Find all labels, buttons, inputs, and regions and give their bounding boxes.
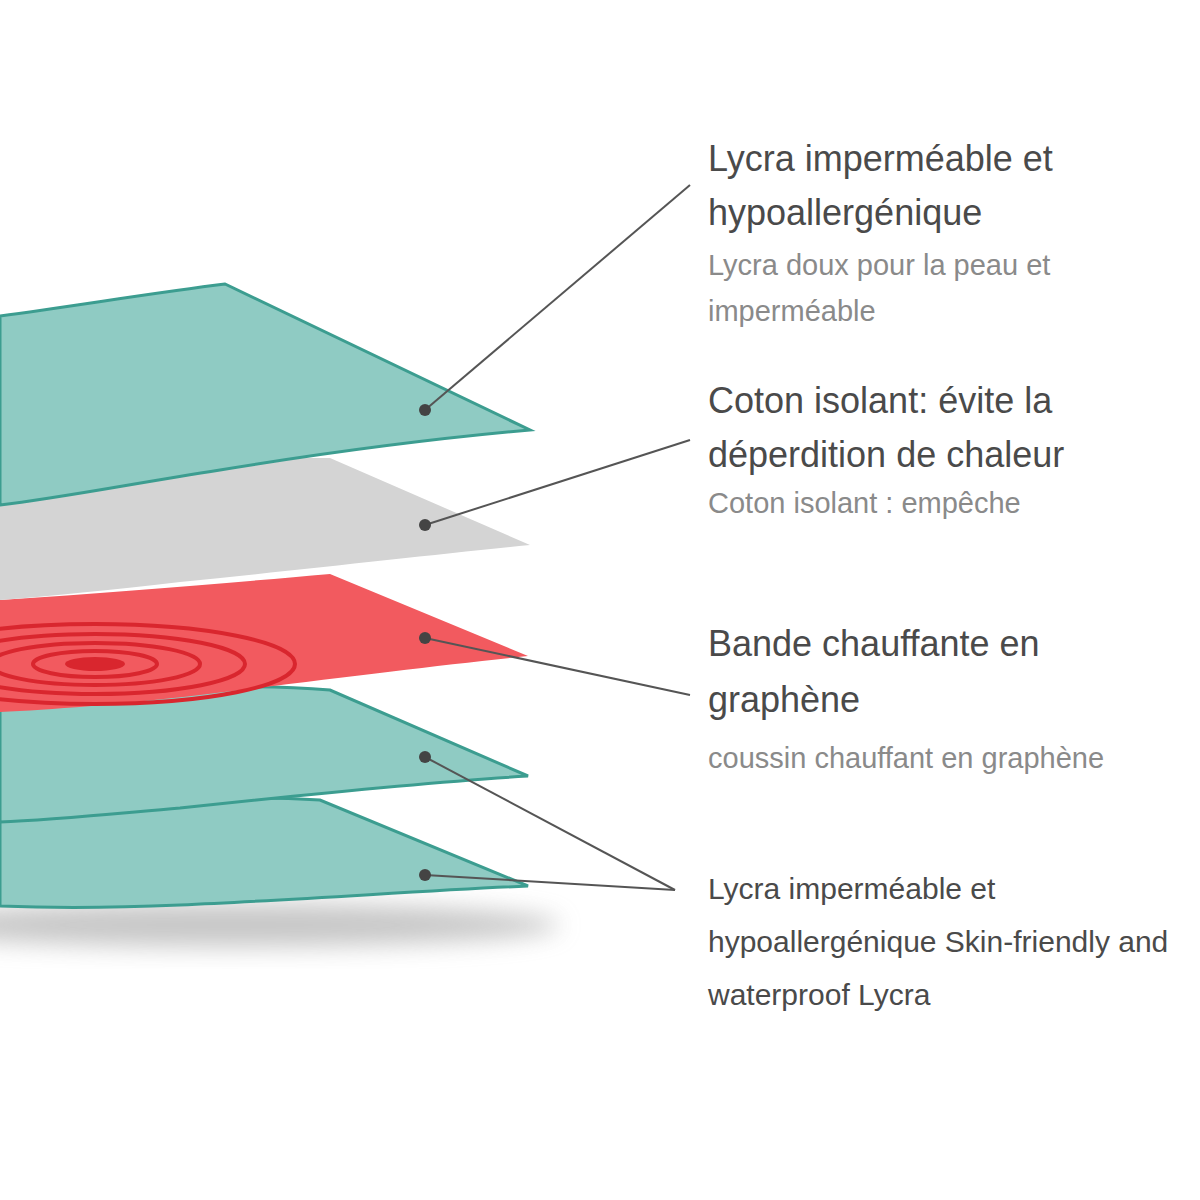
layer-title: Lycra imperméable et hypoallergénique Sk… <box>708 862 1192 1021</box>
layer-subtitle: coussin chauffant en graphène <box>708 732 1192 784</box>
leader-dots <box>419 404 431 881</box>
layer-title: Coton isolant: évite la déperdition de c… <box>708 374 1192 482</box>
layer-subtitle: Coton isolant : empêche <box>708 480 1192 526</box>
lycra-layer <box>0 687 528 822</box>
layer-title: Bande chauffante en graphène <box>708 616 1192 728</box>
layer-subtitle: Lycra doux pour la peau et imperméable <box>708 242 1192 334</box>
heating-rings <box>0 624 295 704</box>
heating-core <box>65 657 125 671</box>
lycra-layer <box>0 284 530 505</box>
leader-lines <box>425 185 690 890</box>
shadow <box>0 903 560 947</box>
layer-title: Lycra imperméable et hypoallergénique <box>708 132 1192 240</box>
